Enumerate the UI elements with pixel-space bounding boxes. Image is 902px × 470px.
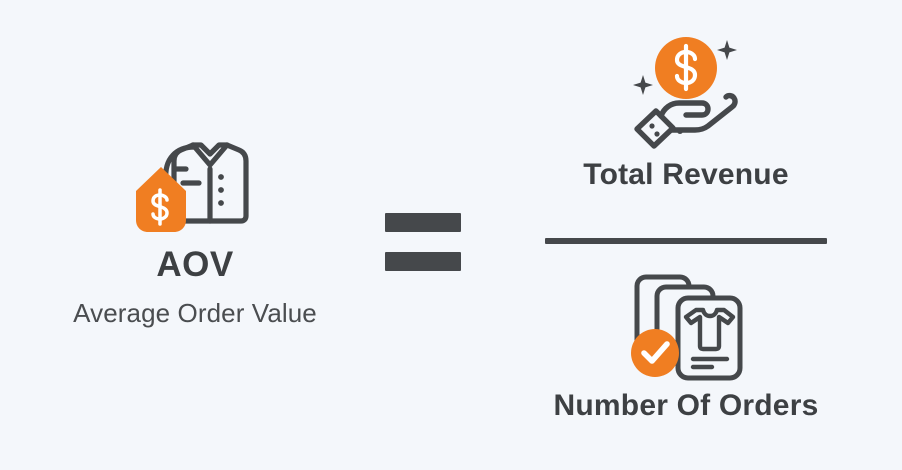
equals-bar-bottom [385, 252, 461, 271]
denominator-group: Number Of Orders [470, 258, 902, 448]
fraction-block: Total Revenue [470, 0, 902, 470]
aov-result-block: AOV Average Order Value [0, 120, 390, 350]
numerator-group: Total Revenue [470, 20, 902, 220]
sparkle-top-right [717, 40, 737, 60]
shirt-with-price-tag-icon [131, 128, 271, 238]
order-documents-checkmark-icon [620, 270, 755, 381]
total-revenue-label: Total Revenue [583, 158, 789, 191]
sparkle-bottom-left [633, 75, 653, 95]
check-badge-circle [631, 329, 679, 377]
check-icon [641, 341, 670, 364]
equals-sign-icon [385, 213, 461, 273]
hand-holding-coin-icon [616, 30, 756, 150]
fraction-bar [545, 238, 827, 244]
equals-bar-top [385, 213, 461, 232]
aov-abbreviation-label: AOV [156, 245, 234, 284]
number-of-orders-label: Number Of Orders [553, 389, 819, 422]
aov-expansion-label: Average Order Value [73, 298, 317, 328]
